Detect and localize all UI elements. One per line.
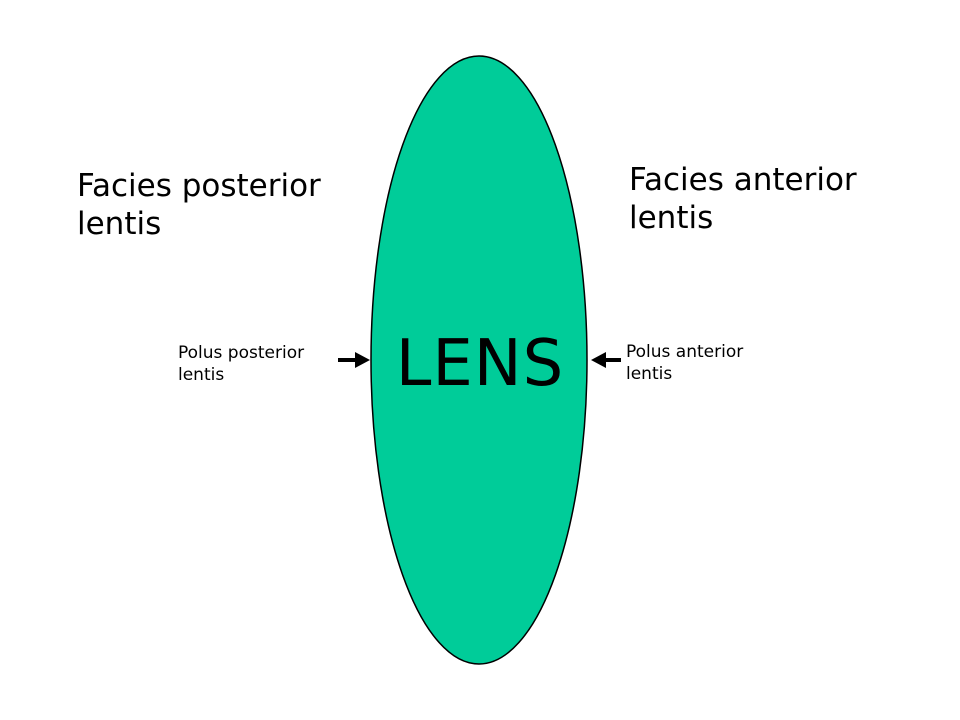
polus-anterior-line2: lentis <box>626 364 673 384</box>
lens-label: LENS <box>395 327 565 401</box>
facies-anterior-line1: Facies anterior <box>629 162 857 198</box>
polus-anterior-line1: Polus anterior <box>626 342 744 362</box>
facies-posterior-line1: Facies posterior <box>77 168 321 204</box>
facies-anterior-line2: lentis <box>629 200 714 236</box>
polus-posterior-label: Polus posterior lentis <box>178 342 304 386</box>
facies-posterior-line2: lentis <box>77 206 162 242</box>
polus-anterior-label: Polus anterior lentis <box>626 341 743 385</box>
facies-anterior-label: Facies anterior lentis <box>629 161 857 237</box>
facies-posterior-label: Facies posterior lentis <box>77 167 321 243</box>
arrow-polus-posterior <box>338 352 370 368</box>
arrow-polus-anterior <box>591 352 621 368</box>
polus-posterior-line2: lentis <box>178 365 225 385</box>
lens-ellipse <box>370 55 588 665</box>
polus-posterior-line1: Polus posterior <box>178 343 305 363</box>
